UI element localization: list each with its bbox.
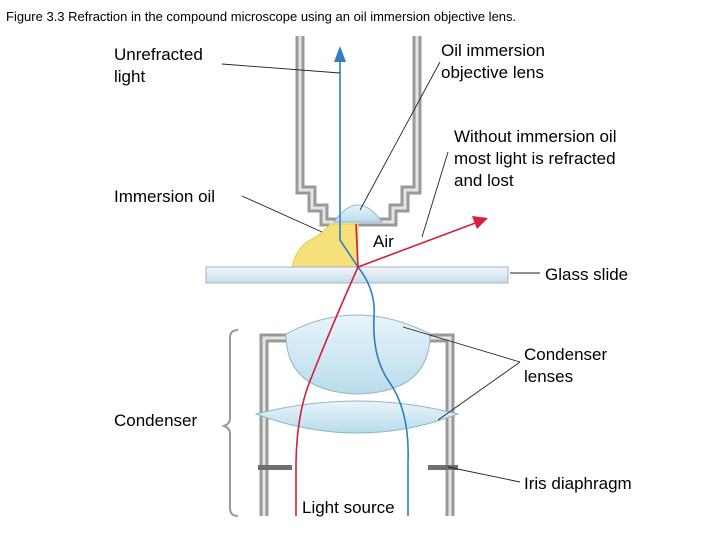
- unrefracted-ray-arrowhead: [334, 46, 346, 62]
- glass-slide: [205, 266, 509, 284]
- objective-front-lens: [333, 204, 383, 223]
- label-condenser: Condenser: [114, 411, 198, 430]
- label-air: Air: [373, 232, 394, 251]
- condenser-bracket: [220, 329, 239, 517]
- immersion-oil-drop: [291, 223, 359, 269]
- refracted-ray: [295, 221, 479, 516]
- label-line: Without immersion oil: [454, 127, 617, 146]
- label-line: Oil immersion: [441, 41, 545, 60]
- label-without-immersion-oil: Without immersion oil most light is refr…: [454, 126, 617, 192]
- label-line: most light is refracted: [454, 149, 616, 168]
- iris-diaphragm-left: [258, 465, 292, 470]
- refracted-ray-arrowhead: [472, 216, 488, 229]
- unrefracted-ray: [339, 58, 409, 516]
- label-condenser-lenses: Condenser lenses: [524, 344, 607, 388]
- label-immersion-oil: Immersion oil: [114, 187, 216, 206]
- label-iris-diaphragm: Iris diaphragm: [524, 474, 632, 493]
- condenser-lens-upper: [285, 314, 431, 395]
- condenser-housing: [259, 333, 455, 516]
- condenser-lens-lower: [254, 400, 460, 434]
- label-line: Condenser: [524, 345, 608, 364]
- label-line: light: [114, 67, 146, 86]
- figure-caption: Figure 3.3 Refraction in the compound mi…: [6, 9, 517, 24]
- label-line: lenses: [524, 367, 574, 386]
- label-line: objective lens: [441, 63, 545, 82]
- label-oil-immersion-lens: Oil immersion objective lens: [441, 40, 545, 84]
- label-unrefracted-light: Unrefracted light: [114, 44, 203, 88]
- objective-housing: [295, 36, 422, 227]
- leader-lines: [221, 61, 540, 483]
- label-light-source: Light source: [302, 498, 395, 517]
- label-line: and lost: [454, 171, 514, 190]
- label-line: Unrefracted: [114, 45, 203, 64]
- label-glass-slide: Glass slide: [545, 265, 629, 284]
- iris-diaphragm-right: [428, 465, 458, 470]
